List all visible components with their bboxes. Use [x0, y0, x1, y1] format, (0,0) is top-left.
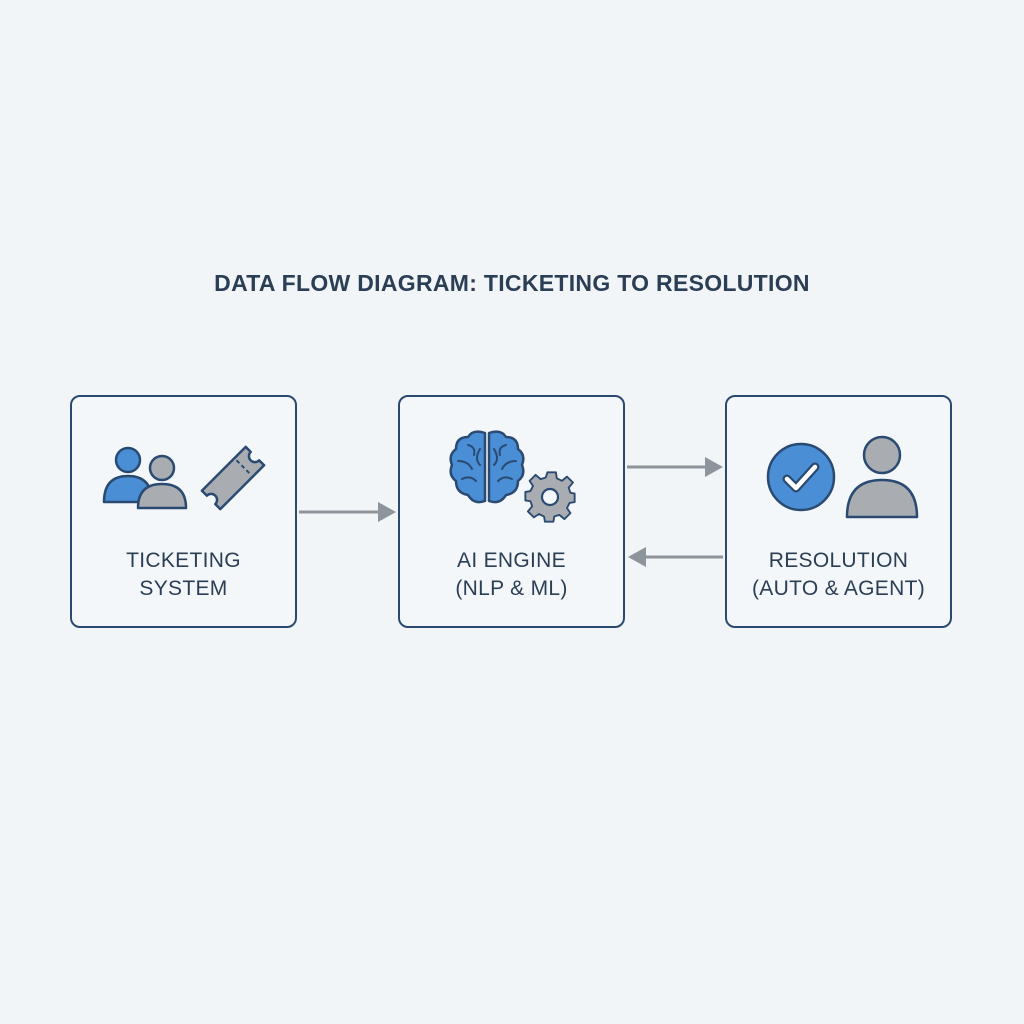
node-label-line2: (AUTO & AGENT) — [752, 577, 925, 600]
node-resolution[interactable]: RESOLUTION (AUTO & AGENT) — [725, 395, 952, 628]
node-label: AI ENGINE (NLP & ML) — [400, 547, 623, 603]
node-label-line2: SYSTEM — [139, 577, 228, 600]
arrow-ai-to-resolution — [627, 457, 723, 477]
node-label-line1: AI ENGINE — [457, 549, 566, 572]
node-ticketing-system[interactable]: TICKETING SYSTEM — [70, 395, 297, 628]
node-label-line1: TICKETING — [126, 549, 241, 572]
arrow-resolution-to-ai — [628, 547, 723, 567]
diagram-title: DATA FLOW DIAGRAM: TICKETING TO RESOLUTI… — [214, 270, 810, 296]
node-label: RESOLUTION (AUTO & AGENT) — [727, 547, 950, 603]
ticket-icon — [200, 445, 266, 511]
person-icon — [845, 435, 919, 519]
node-label-line1: RESOLUTION — [768, 549, 909, 572]
brain-icon — [449, 430, 525, 504]
gear-icon — [524, 471, 576, 523]
arrow-ticketing-to-ai — [299, 502, 396, 522]
node-label: TICKETING SYSTEM — [72, 547, 295, 603]
node-label-line2: (NLP & ML) — [455, 577, 568, 600]
node-ai-engine[interactable]: AI ENGINE (NLP & ML) — [398, 395, 625, 628]
checkmark-circle-icon — [766, 442, 836, 512]
users-icon — [102, 446, 188, 510]
